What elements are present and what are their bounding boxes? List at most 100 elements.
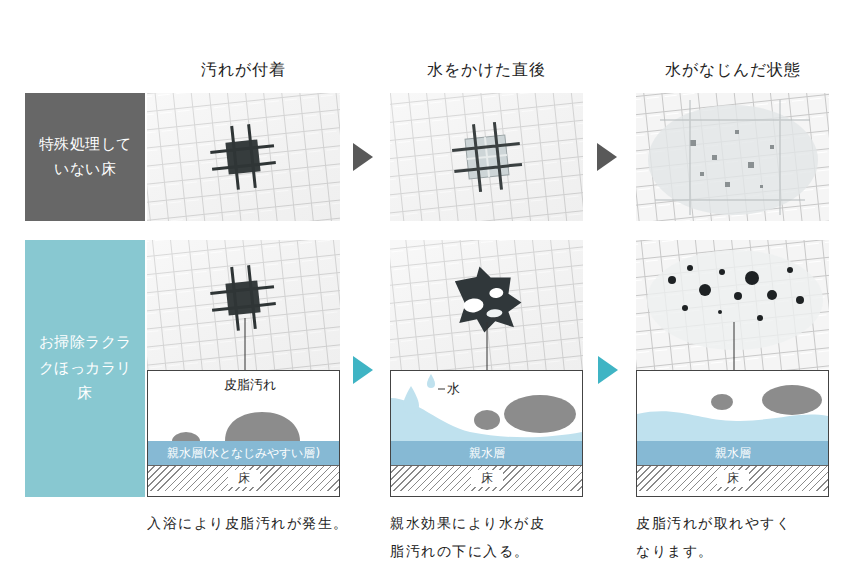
step-arrow — [598, 356, 618, 384]
leader-line — [245, 318, 246, 370]
tile-photo — [390, 240, 583, 370]
drop — [734, 292, 742, 300]
drop — [682, 305, 688, 311]
stain-patch — [225, 280, 260, 315]
wet-stain — [450, 120, 525, 195]
drop — [745, 271, 759, 285]
drop — [796, 296, 804, 304]
stain-grout — [208, 263, 278, 333]
dirt-stain — [208, 122, 278, 192]
spot — [748, 162, 754, 168]
sebum-blob — [225, 412, 300, 441]
dirt-spots — [690, 130, 774, 188]
layer-label: 親水層(水となじみやすい層) — [167, 446, 320, 460]
faint-grout — [655, 100, 810, 215]
tile-sheen — [390, 240, 583, 370]
spot — [770, 145, 774, 149]
stain-grout — [450, 120, 525, 195]
step-arrow — [597, 143, 617, 171]
drop — [699, 284, 711, 296]
spot — [690, 140, 696, 146]
drop — [718, 310, 722, 314]
row-title: お掃除ラクラクほっカラリ床 — [37, 330, 133, 407]
hydrophilic-layer: 親水層 — [637, 441, 828, 465]
tile-sheen — [147, 93, 340, 221]
tile-sheen — [390, 93, 583, 221]
spot — [735, 130, 739, 134]
layer-label: 親水層 — [715, 446, 751, 460]
hydrophilic-layer: 親水層(水となじみやすい層) — [148, 441, 339, 465]
part-label: 水 — [447, 381, 471, 398]
step-arrow — [353, 143, 373, 171]
stain-patch — [454, 263, 525, 335]
tile-photo — [636, 93, 829, 221]
stain-grout — [465, 135, 509, 179]
sebum-blob — [762, 385, 822, 415]
column-heading: 水をかけた直後 — [390, 60, 583, 81]
tile-photo — [147, 93, 340, 221]
floor-label: 床 — [228, 470, 260, 487]
tile-floor — [147, 93, 340, 221]
section-panel — [391, 371, 583, 497]
drop — [687, 265, 693, 271]
water-patch — [463, 297, 484, 313]
wet-area — [647, 250, 823, 350]
row-title: 特殊処理していない床 — [37, 132, 133, 183]
water-patch — [486, 308, 503, 318]
layer-label: 親水層 — [469, 446, 505, 460]
part-label: 皮脂汚れ — [213, 377, 287, 394]
step-caption: 皮脂汚れが取れやすくなります。 — [636, 509, 806, 565]
drop — [668, 276, 676, 284]
leader-line — [734, 322, 735, 370]
dirt-stain — [208, 263, 278, 333]
stain-grout — [208, 122, 278, 192]
tile-floor — [147, 240, 340, 370]
tile-photo — [147, 240, 340, 370]
lifting-stain — [454, 263, 525, 335]
step-caption: 入浴により皮脂汚れが発生。 — [147, 509, 387, 537]
row-header: お掃除ラクラクほっカラリ床 — [25, 240, 145, 497]
spot — [700, 172, 704, 176]
floor-label: 床 — [717, 470, 749, 487]
wet-area — [648, 105, 818, 215]
stain-patch — [465, 135, 509, 179]
drop — [757, 315, 763, 321]
floor-band: 床 — [637, 465, 828, 491]
dirt-drops — [668, 265, 804, 321]
tile-photo — [390, 93, 583, 221]
water-layer — [637, 411, 828, 441]
spot — [725, 182, 730, 187]
tile-floor — [390, 240, 583, 370]
leader-line — [487, 322, 488, 370]
drop — [719, 269, 725, 275]
section-panel — [148, 371, 340, 497]
drop — [767, 290, 777, 300]
water-drop — [403, 386, 419, 414]
stain-patch — [225, 139, 260, 174]
floor-band: 床 — [148, 465, 339, 491]
water-drop — [427, 374, 435, 388]
sebum-blob — [504, 395, 576, 433]
pointer-line — [438, 389, 445, 390]
step-arrow — [353, 356, 373, 384]
spot — [760, 185, 763, 188]
tile-floor — [390, 93, 583, 221]
tile-sheen — [147, 240, 340, 370]
column-heading: 汚れが付着 — [147, 60, 340, 81]
floor-label: 床 — [471, 470, 503, 487]
water-patch — [489, 287, 504, 298]
column-heading: 水がなじんだ状態 — [636, 60, 829, 81]
sebum-blob — [711, 394, 733, 410]
sebum-blob — [172, 432, 200, 441]
hydrophilic-layer: 親水層 — [391, 441, 582, 465]
tile-floor — [636, 240, 829, 370]
section-panel — [637, 371, 829, 497]
sebum-blob — [474, 410, 500, 430]
tile-floor — [636, 93, 829, 221]
step-caption: 親水効果により水が皮脂汚れの下に入る。 — [390, 509, 560, 565]
spot — [712, 155, 717, 160]
tile-photo — [636, 240, 829, 370]
row-header: 特殊処理していない床 — [25, 93, 145, 221]
drop — [787, 267, 793, 273]
floor-band: 床 — [391, 465, 582, 491]
